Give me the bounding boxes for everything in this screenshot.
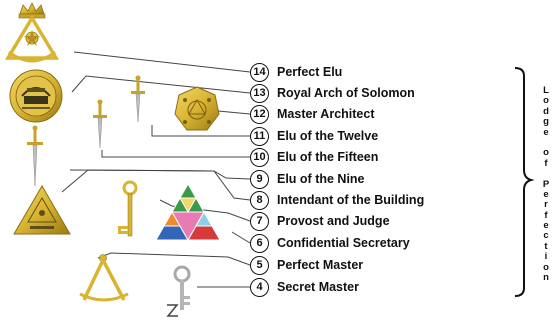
degree-label: Provost and Judge xyxy=(277,214,390,228)
bracket-label-letter: o xyxy=(543,147,549,159)
degree-number-badge: 14 xyxy=(250,62,269,82)
degree-label: Perfect Master xyxy=(277,258,364,272)
degree-number-badge: 12 xyxy=(250,104,269,124)
bracket-label-letter: d xyxy=(543,105,549,117)
dagger-icon xyxy=(131,75,145,123)
leader-line-13 xyxy=(71,75,251,94)
bracket-label-letter: L xyxy=(543,85,549,96)
degree-number-badge: 11 xyxy=(250,126,269,146)
degree-label: Confidential Secretary xyxy=(277,236,410,250)
bracket-label-letter: f xyxy=(544,157,548,169)
bracket-label-letter: r xyxy=(544,199,548,211)
degree-number-badge: 9 xyxy=(250,169,269,189)
leader-line-6 xyxy=(231,231,251,244)
degree-row-6: 6 Confidential Secretary xyxy=(250,233,410,253)
degree-label: Intendant of the Building xyxy=(277,193,425,207)
degree-label: Elu of the Nine xyxy=(277,172,365,186)
lodge-bracket xyxy=(514,67,535,297)
degree-number-badge: 7 xyxy=(250,211,269,231)
degree-label: Elu of the Twelve xyxy=(277,129,379,143)
delta-triangle-icon xyxy=(13,185,71,235)
bracket-label-letter: P xyxy=(542,178,550,190)
degree-number-badge: 4 xyxy=(250,277,269,297)
bracket-label-letter: e xyxy=(543,220,549,232)
leader-lines xyxy=(61,51,251,288)
bracket-label-letter: c xyxy=(543,230,549,242)
leader-line-5 xyxy=(97,252,251,266)
degree-row-14: 14 Perfect Elu xyxy=(250,62,342,82)
bracket-label-letter xyxy=(545,169,548,179)
degree-label: Royal Arch of Solomon xyxy=(277,86,415,100)
dagger-icon xyxy=(93,99,107,149)
triangle-of-triangles-icon xyxy=(155,182,221,242)
leader-line-8 xyxy=(61,169,251,201)
bracket-label-letter: e xyxy=(543,126,549,138)
dagger-icon xyxy=(27,125,43,187)
leader-line-14 xyxy=(73,51,251,73)
degree-number-badge: 5 xyxy=(250,255,269,275)
bracket-label-letter: g xyxy=(543,116,549,128)
bracket-label-letter: e xyxy=(543,188,549,200)
leader-line-12 xyxy=(217,110,251,115)
degree-row-9: 9 Elu of the Nine xyxy=(250,169,365,189)
golden-key-icon xyxy=(118,180,138,237)
compass-arc-icon xyxy=(79,254,129,302)
degree-row-11: 11 Elu of the Twelve xyxy=(250,126,378,146)
leader-line-10 xyxy=(101,150,250,158)
leader-line-9 xyxy=(69,169,251,180)
degree-label: Elu of the Fifteen xyxy=(277,150,379,164)
bracket-label-letter: o xyxy=(543,261,549,273)
bracket-label-letter: f xyxy=(544,209,548,221)
bracket-label-letter: t xyxy=(544,240,548,252)
degree-label: Secret Master xyxy=(277,280,359,294)
bracket-label-letter: n xyxy=(543,272,549,284)
degree-row-12: 12 Master Architect xyxy=(250,104,375,124)
degree-row-7: 7 Provost and Judge xyxy=(250,211,390,231)
bracket-label-letter: i xyxy=(544,251,548,263)
degree-row-8: 8 Intendant of the Building xyxy=(250,190,424,210)
degree-row-4: 4 Secret Master xyxy=(250,277,359,297)
degree-number-badge: 6 xyxy=(250,233,269,253)
leader-line-11 xyxy=(151,125,250,137)
crowned-compass-jewel-icon xyxy=(4,2,60,63)
degree-row-5: 5 Perfect Master xyxy=(250,255,363,275)
heptagon-jewel-icon xyxy=(174,86,220,131)
degree-number-badge: 13 xyxy=(250,83,269,103)
degree-label: Perfect Elu xyxy=(277,65,343,79)
degree-number-badge: 10 xyxy=(250,147,269,167)
bracket-label-letter: o xyxy=(543,95,549,107)
royal-arch-medallion-icon xyxy=(9,69,63,123)
degree-label: Master Architect xyxy=(277,107,375,121)
degree-number-badge: 8 xyxy=(250,190,269,210)
degree-row-10: 10 Elu of the Fifteen xyxy=(250,147,378,167)
degree-row-13: 13 Royal Arch of Solomon xyxy=(250,83,415,103)
z-key-icon xyxy=(166,265,191,317)
